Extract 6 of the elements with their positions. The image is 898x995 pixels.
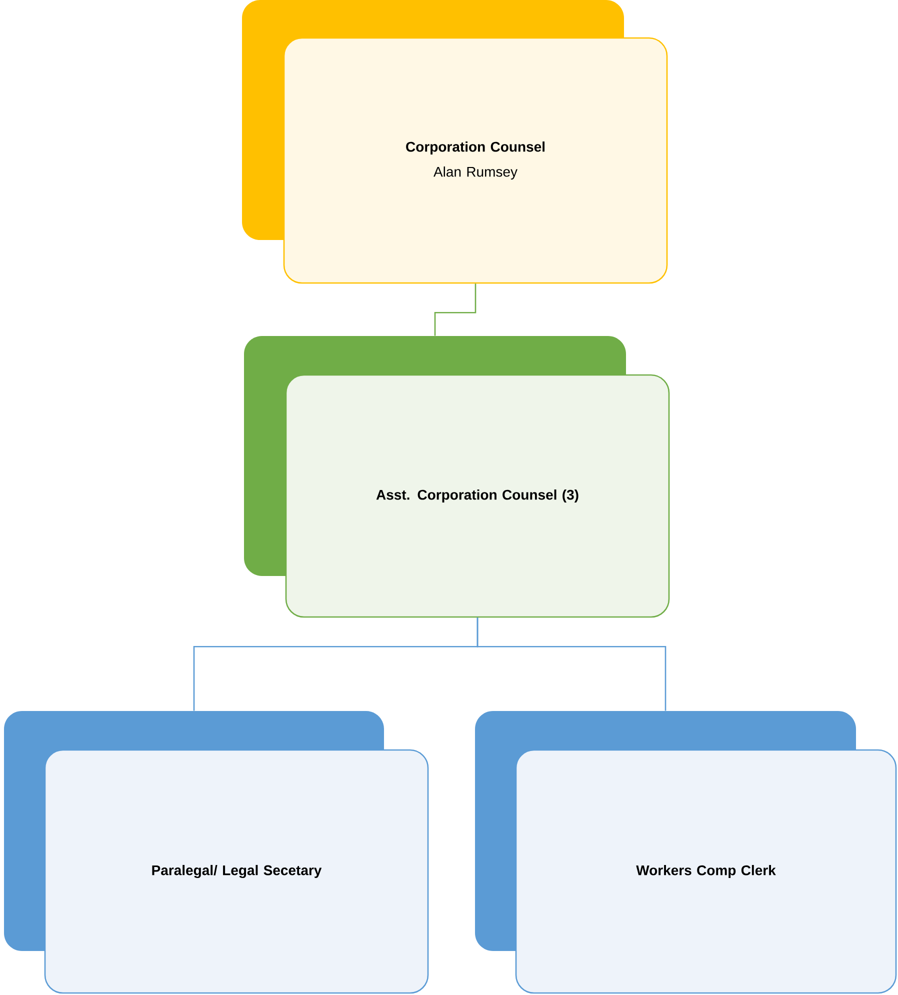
org-box: Paralegal/ Legal Secetary xyxy=(4,711,429,994)
org-box: Corporation Counsel Alan Rumsey xyxy=(242,0,668,284)
connector-line xyxy=(476,618,666,711)
connector-line xyxy=(434,284,476,336)
org-box: Asst. Corporation Counsel (3) xyxy=(244,336,670,618)
org-box: Workers Comp Clerk xyxy=(475,711,897,994)
